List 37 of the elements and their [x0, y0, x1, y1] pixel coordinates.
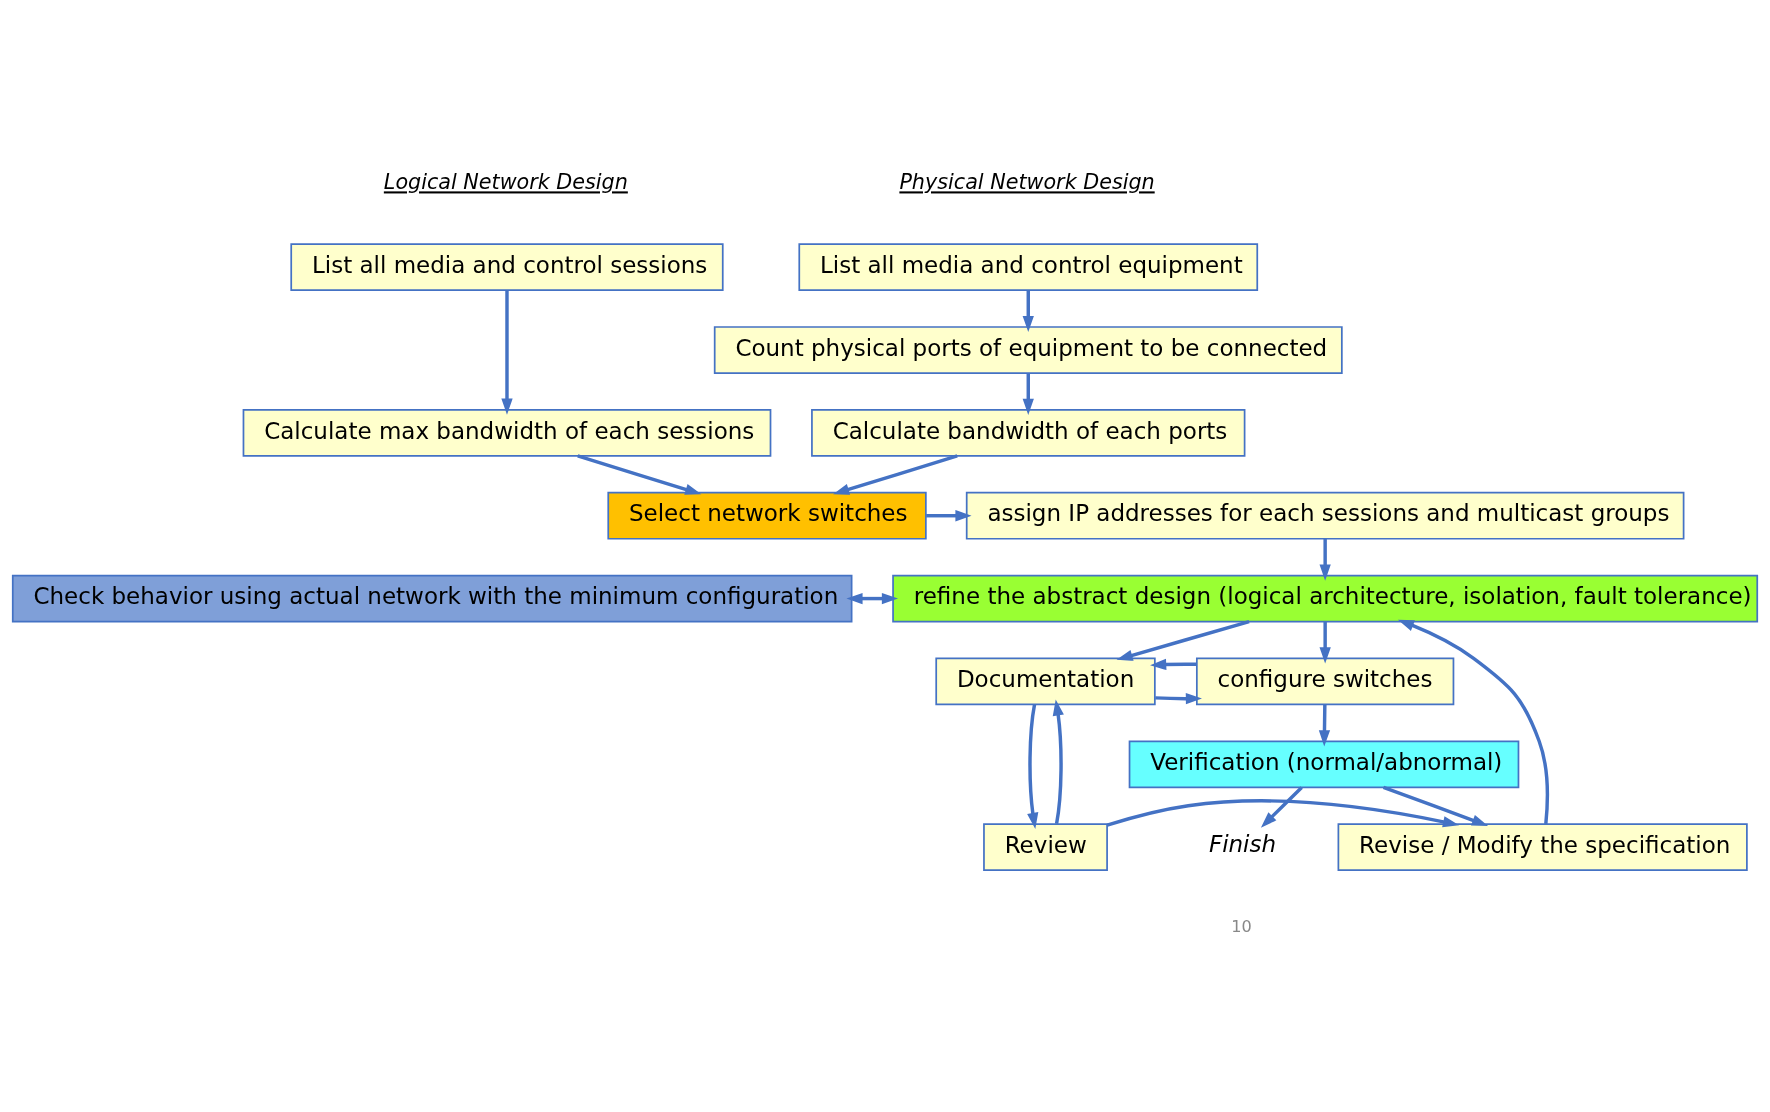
arrow: [1022, 373, 1034, 415]
node-box: Check behavior using actual network with the minimum configuration: [11, 574, 853, 623]
arrow: [1319, 621, 1331, 664]
arrow: [1106, 799, 1460, 828]
node-box: List all media and control sessions: [290, 243, 724, 292]
node-box: Select network switches: [607, 491, 927, 540]
arrow: [1397, 619, 1550, 825]
arrow: [1052, 699, 1064, 825]
node-box: assign IP addresses for each sessions and multicast groups: [965, 491, 1685, 540]
label: Logical Network Design: [383, 170, 628, 195]
node-box: Calculate max bandwidth of each sessions: [242, 409, 772, 457]
node-box: List all media and control equipment: [798, 243, 1259, 292]
arrow: [926, 510, 972, 522]
arrow: [501, 290, 513, 415]
node-text: Finish: [1208, 830, 1277, 857]
label: Physical Network Design: [899, 170, 1155, 195]
node-box: Calculate bandwidth of each ports: [811, 409, 1246, 457]
node-box: Count physical ports of equipment to be connected: [713, 326, 1343, 374]
node-box: Revise / Modify the specification: [1337, 823, 1748, 871]
arrow: [1318, 704, 1331, 747]
node-box: Verification (normal/abnormal): [1128, 740, 1520, 789]
node-box: configure switches: [1196, 657, 1455, 706]
arrow: [1319, 538, 1331, 581]
arrow: [1116, 620, 1250, 661]
arrow: [1260, 786, 1303, 828]
arrow: [846, 592, 898, 605]
arrow: [1150, 658, 1197, 671]
node-box: refine the abstract design (logical architecture, isolation, fault tolerance): [892, 574, 1759, 623]
arrow: [833, 454, 958, 495]
arrow: [1027, 704, 1039, 829]
node-box: Review: [983, 823, 1108, 871]
arrow: [1155, 693, 1202, 705]
arrow: [1022, 290, 1034, 333]
arrow: [1382, 785, 1489, 826]
node-box: Documentation: [935, 657, 1156, 706]
label: 10: [1231, 916, 1252, 936]
arrow: [577, 454, 702, 495]
